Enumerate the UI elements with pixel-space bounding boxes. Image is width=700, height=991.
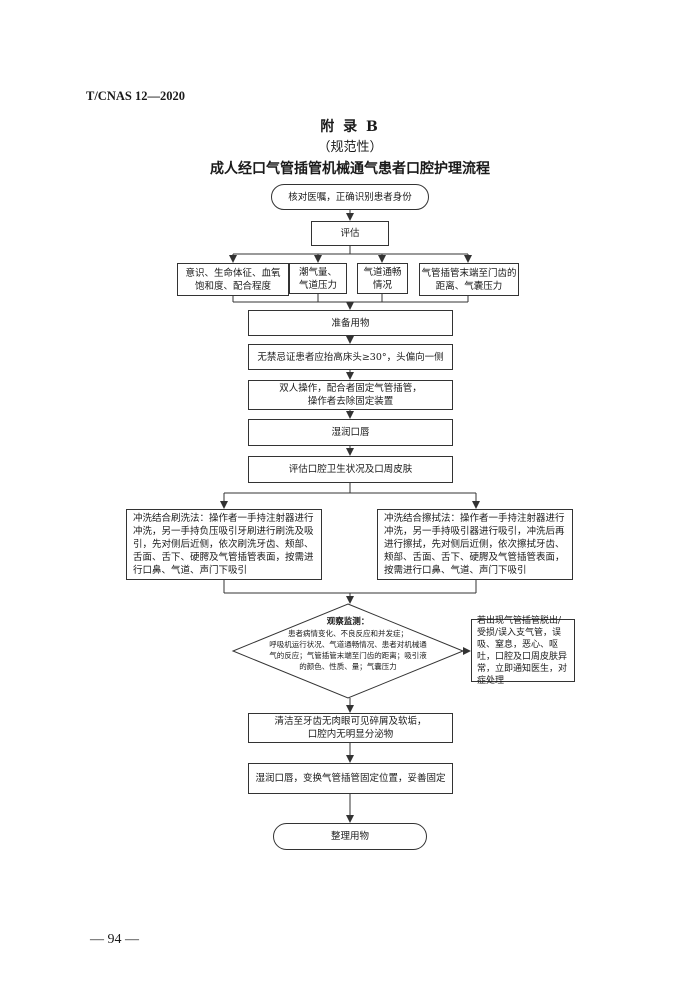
method-brush-node: 冲洗结合刷洗法：操作者一手持注射器进行冲洗，另一手持负压吸引牙刷进行刷洗及吸引，… — [126, 509, 322, 580]
assess-node: 评估 — [311, 221, 389, 246]
decision-observe-shape — [231, 603, 465, 699]
assess-oral-node-text: 评估口腔卫生状况及口周皮肤 — [288, 464, 413, 475]
fix-node-text: 双人操作，配合者固定气管插管， 操作者去除固定装置 — [279, 383, 422, 407]
moisten-node-text: 湿润口唇 — [331, 427, 370, 438]
abnormal-node: 若出现气管插管脱出/受损/误入支气管，误吸、窒息，恶心、呕吐，口腔及口周皮肤异常… — [471, 616, 575, 686]
assess-item-3: 气道通畅 情况 — [357, 263, 408, 294]
assess-item-2-text: 潮气量、 气道压力 — [298, 266, 337, 291]
method-brush-text: 冲洗结合刷洗法：操作者一手持注射器进行冲洗，另一手持负压吸引牙刷进行刷洗及吸引，… — [133, 513, 314, 576]
observe-body: 患者病情变化、不良反应和并发症； 呼吸机运行状况、气道通畅情况、患者对机械通 气… — [269, 629, 427, 671]
assess-item-1-text: 意识、生命体征、血氧 饱和度、配合程度 — [185, 267, 281, 292]
abnormal-text: 若出现气管插管脱出/受损/误入支气管，误吸、窒息，恶心、呕吐，口腔及口周皮肤异常… — [477, 615, 568, 686]
flowchart-title: 成人经口气管插管机械通气患者口腔护理流程 — [210, 161, 490, 177]
prepare-node: 准备用物 — [248, 310, 453, 336]
end-node: 整理用物 — [273, 823, 427, 850]
method-wipe-node: 冲洗结合擦拭法：操作者一手持注射器进行冲洗，另一手持吸引器进行吸引，冲洗后再进行… — [377, 509, 573, 580]
refix-node: 湿润口唇，变换气管插管固定位置，妥善固定 — [248, 763, 453, 794]
moisten-node: 湿润口唇 — [248, 419, 453, 446]
assess-item-2: 潮气量、 气道压力 — [289, 263, 347, 294]
prepare-node-text: 准备用物 — [331, 317, 370, 329]
start-node: 核对医嘱，正确识别患者身份 — [271, 184, 429, 210]
clean-node: 清洁至牙齿无肉眼可见碎屑及软垢， 口腔内无明显分泌物 — [248, 713, 453, 743]
assess-item-3-text: 气道通畅 情况 — [363, 266, 402, 291]
observe-title: 观察监测： — [326, 617, 370, 627]
end-node-text: 整理用物 — [330, 831, 369, 842]
assess-item-4-text: 气管插管末端至门齿的 距离、气囊压力 — [421, 267, 517, 292]
assess-item-1: 意识、生命体征、血氧 饱和度、配合程度 — [177, 263, 289, 296]
method-wipe-text: 冲洗结合擦拭法：操作者一手持注射器进行冲洗，另一手持吸引器进行吸引，冲洗后再进行… — [384, 513, 565, 576]
start-node-text: 核对医嘱，正确识别患者身份 — [288, 191, 412, 203]
fix-node: 双人操作，配合者固定气管插管， 操作者去除固定装置 — [248, 380, 453, 410]
document-code: T/CNAS 12—2020 — [86, 89, 185, 103]
decision-observe-text: 观察监测： 患者病情变化、不良反应和并发症； 呼吸机运行状况、气道通畅情况、患者… — [258, 617, 438, 672]
assess-item-4: 气管插管末端至门齿的 距离、气囊压力 — [419, 263, 519, 296]
assess-oral-node: 评估口腔卫生状况及口周皮肤 — [248, 456, 453, 483]
page-number: — 94 — — [90, 932, 139, 947]
position-node-text: 无禁忌证患者应抬高床头≥30°，头偏向一侧 — [257, 351, 444, 363]
normative-label: （规范性） — [317, 140, 383, 155]
refix-node-text: 湿润口唇，变换气管插管固定位置，妥善固定 — [255, 773, 446, 784]
assess-node-text: 评估 — [340, 228, 360, 239]
position-node: 无禁忌证患者应抬高床头≥30°，头偏向一侧 — [248, 344, 453, 370]
clean-node-text: 清洁至牙齿无肉眼可见碎屑及软垢， 口腔内无明显分泌物 — [274, 716, 427, 740]
appendix-label: 附 录 B — [320, 119, 380, 135]
